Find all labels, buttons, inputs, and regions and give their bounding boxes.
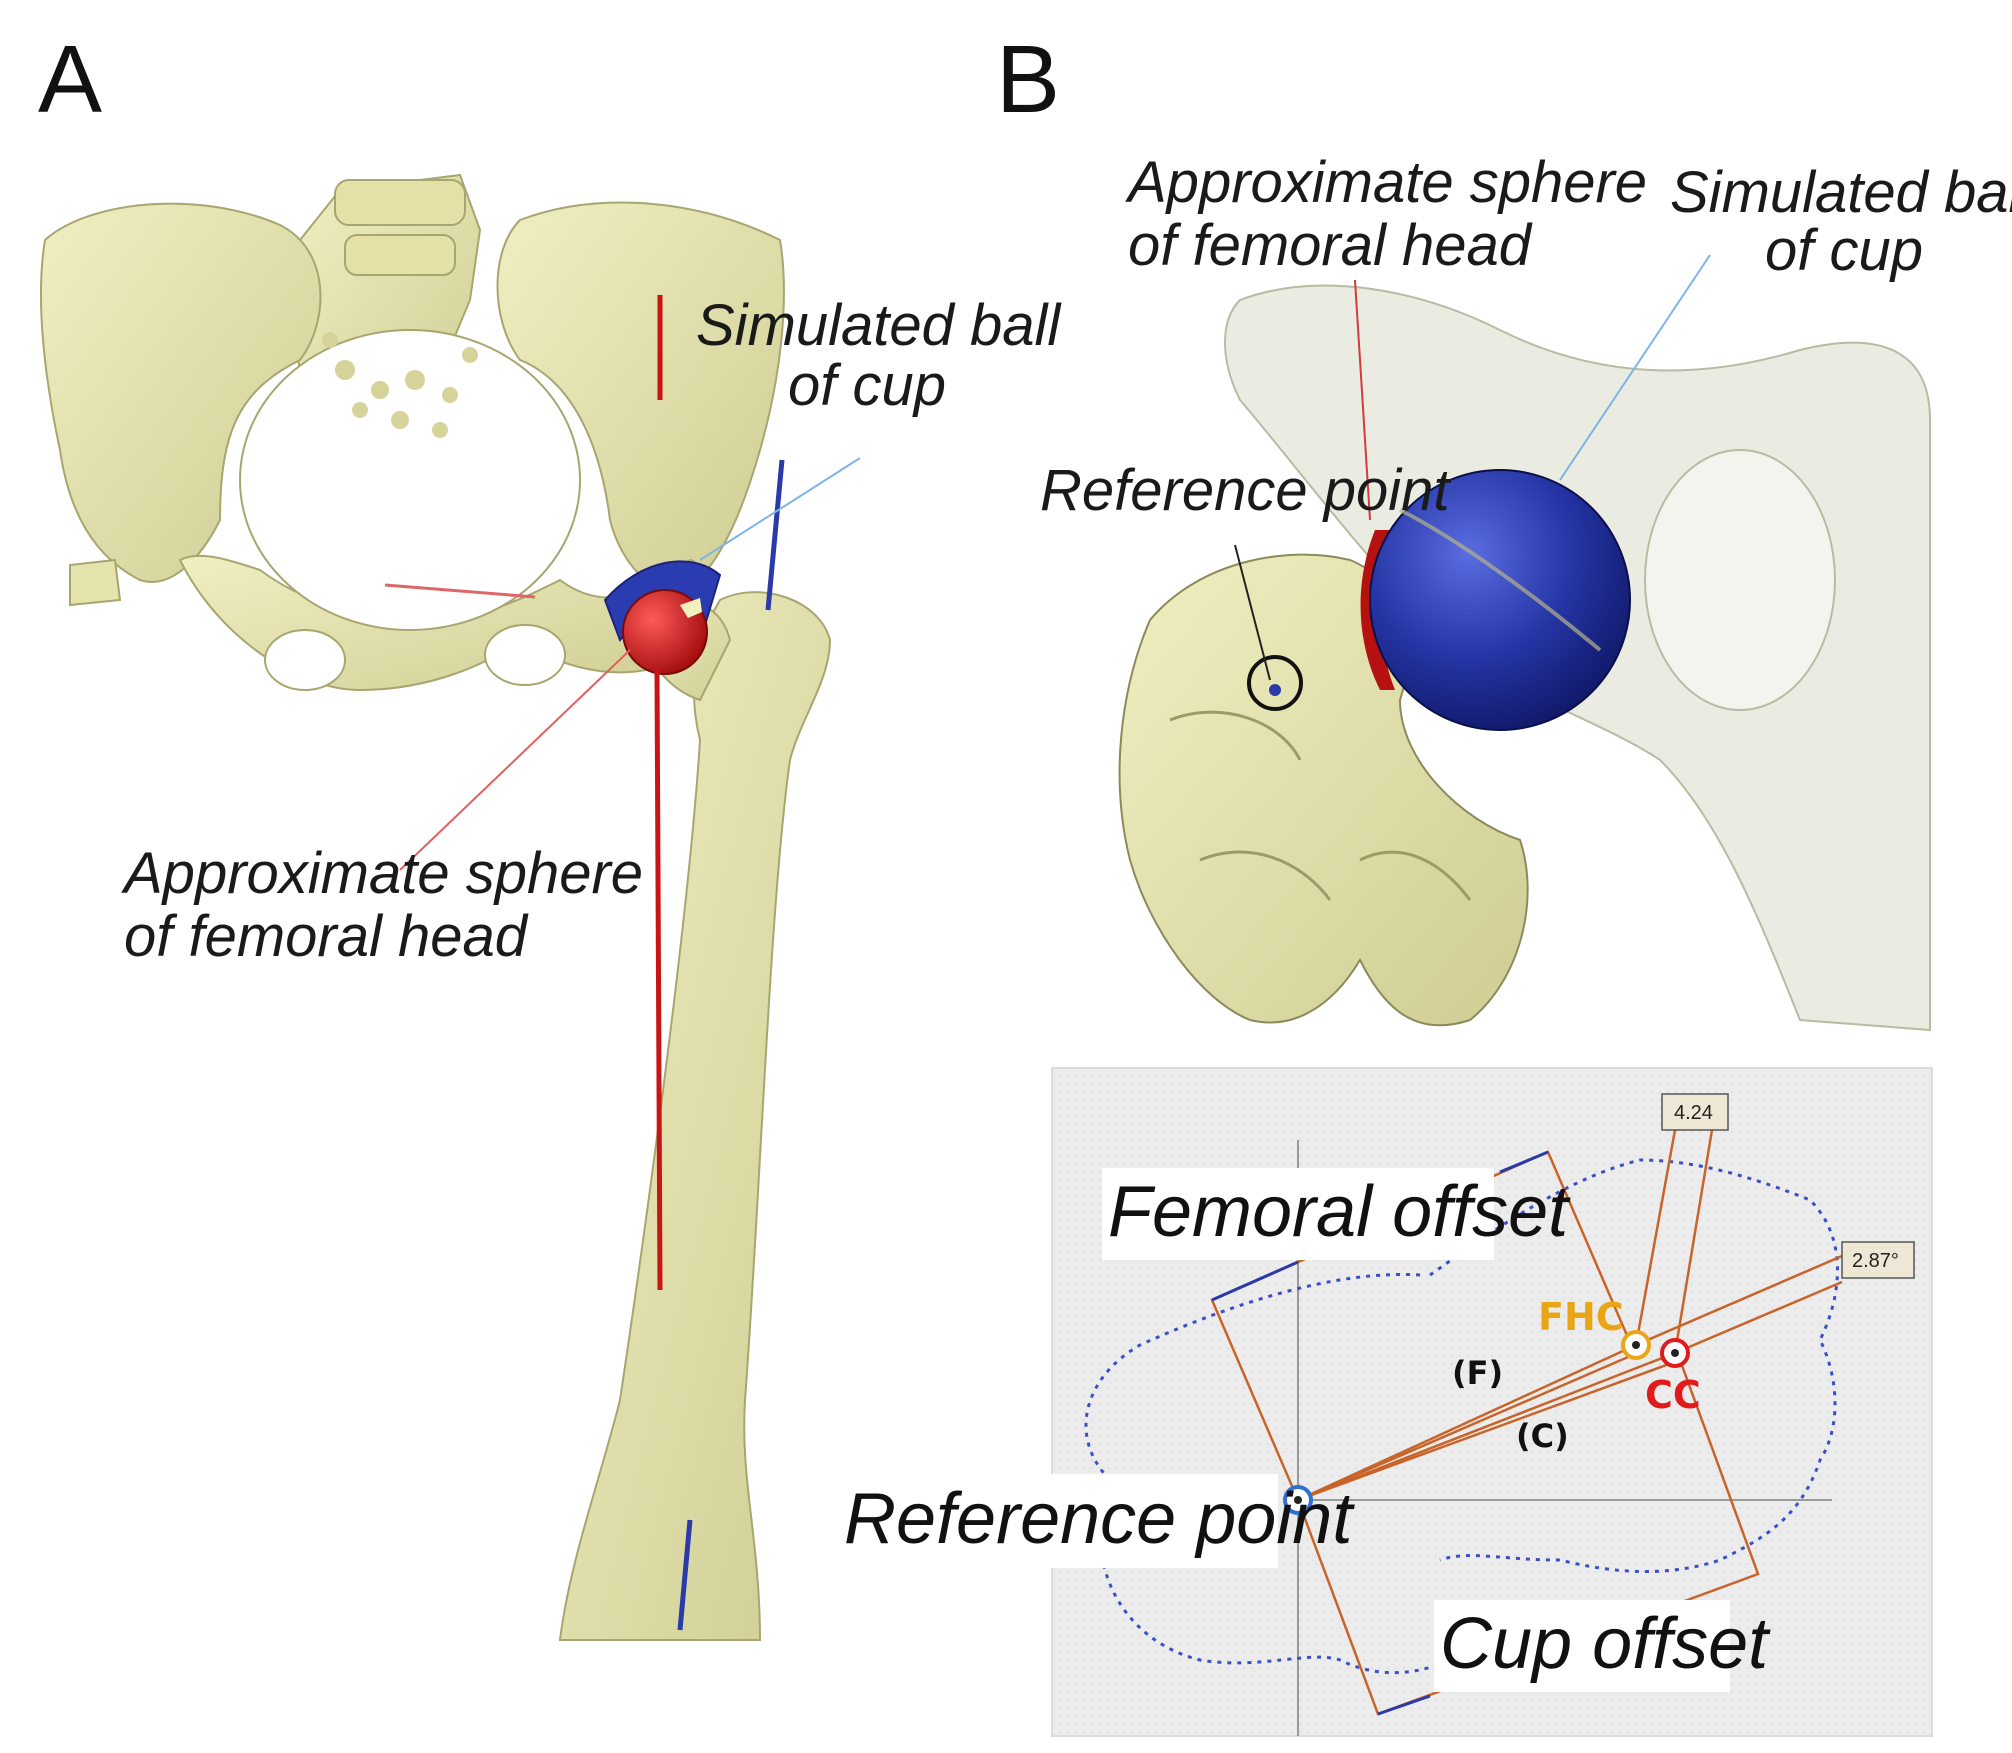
angle-value-box xyxy=(1841,1241,1915,1279)
femur-illustration xyxy=(558,591,832,1641)
leader-ball-a xyxy=(699,457,861,561)
label-cup-offset: Cup offset xyxy=(1440,1604,1771,1684)
blue-axis-vertical xyxy=(765,459,785,611)
ray-cc xyxy=(1297,1351,1676,1502)
label-sphere-b-line2: of femoral head xyxy=(1128,213,1533,278)
red-axis-horizontal xyxy=(384,583,536,599)
label-ball-b-line1: Simulated ball xyxy=(1670,160,2012,225)
distance-line-2 xyxy=(1673,1129,1714,1354)
simulated-ball-b xyxy=(1369,469,1631,731)
distance-value: 4.24 xyxy=(1674,1102,1713,1124)
label-ref-c: Reference point xyxy=(844,1479,1355,1559)
label-cc: CC xyxy=(1645,1373,1701,1417)
label-ref-b: Reference point xyxy=(1040,458,1452,523)
leader-ball-b xyxy=(1559,254,1711,481)
panel-a-spheres xyxy=(603,560,722,675)
leader-sphere-a xyxy=(399,649,631,871)
angle-line-2 xyxy=(1674,1280,1843,1355)
leader-sphere-b xyxy=(1354,279,1371,521)
angle-value: 2.87° xyxy=(1852,1250,1899,1272)
blue-femoral-axis xyxy=(677,1519,693,1631)
label-sphere-a-line2: of femoral head xyxy=(124,904,529,969)
reference-point-marker-b xyxy=(1247,655,1303,711)
panel-a-letter: A xyxy=(38,26,102,133)
label-femoral-offset: Femoral offset xyxy=(1108,1172,1571,1252)
label-ball-b-line2: of cup xyxy=(1765,218,1923,283)
label-sphere-b-line1: Approximate sphere xyxy=(1125,150,1647,215)
panel-a: A xyxy=(38,26,1062,1641)
panel-c: 4.24 2.87° Femoral offset Reference poin… xyxy=(838,1067,1933,1737)
distance-value-box xyxy=(1661,1093,1729,1131)
angle-line-1 xyxy=(1635,1254,1843,1347)
pelvis-illustration xyxy=(39,173,785,692)
cup-offset-rect xyxy=(1296,1358,1760,1716)
red-femoral-axis xyxy=(654,669,663,1291)
distance-line-1 xyxy=(1634,1129,1677,1346)
label-sphere-a-line1: Approximate sphere xyxy=(121,841,643,906)
ray-fhc xyxy=(1297,1343,1637,1502)
label-simulated-ball-a-line1: Simulated ball xyxy=(696,293,1062,358)
label-simulated-ball-a-line2: of cup xyxy=(788,353,946,418)
label-c: (C) xyxy=(1516,1417,1569,1455)
panel-b-letter: B xyxy=(996,26,1060,133)
label-f: (F) xyxy=(1452,1354,1503,1392)
leader-ref-b xyxy=(1234,544,1271,681)
label-fhc: FHC xyxy=(1538,1295,1624,1339)
panel-b: B Approximate sphere of femoral head Sim… xyxy=(996,26,2012,1032)
